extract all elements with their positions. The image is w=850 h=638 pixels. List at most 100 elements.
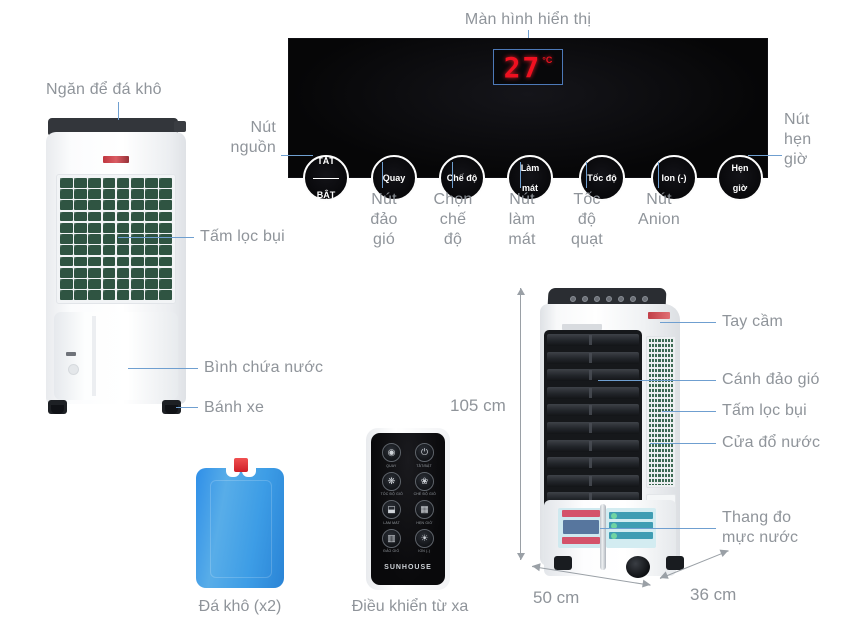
label-display-screen: Màn hình hiển thị bbox=[464, 11, 592, 28]
leader-water-tank bbox=[128, 368, 198, 369]
panel-button-timer[interactable]: Hẹn giờ bbox=[717, 155, 763, 201]
remote-button-cool[interactable]: ⬓ LÀM MÁT bbox=[379, 500, 404, 525]
display-unit: °C bbox=[542, 55, 553, 65]
side-brand-strip bbox=[648, 312, 670, 319]
ion-label: Ion (-) bbox=[661, 173, 687, 183]
remote-label-louver: ĐẢO GIÓ bbox=[383, 549, 400, 553]
panel-button-power[interactable]: TẮT BẬT bbox=[303, 155, 349, 201]
brand-logo-side bbox=[562, 324, 602, 330]
remote-label-cool: LÀM MÁT bbox=[383, 520, 400, 525]
panel-button-cool[interactable]: Làm mát bbox=[507, 155, 553, 201]
dimension-width-text: 50 cm bbox=[533, 588, 580, 607]
leader-dust-filter-side bbox=[662, 411, 716, 412]
remote-button-louver[interactable]: ▥ ĐẢO GIÓ bbox=[379, 528, 404, 554]
label-timer-button: Nút hẹn giờ bbox=[784, 111, 812, 168]
panel-button-swing[interactable]: Quay bbox=[371, 155, 417, 201]
panel-button-mode[interactable]: Chế độ bbox=[439, 155, 485, 201]
dimension-line-height bbox=[516, 288, 525, 560]
label-ion-button: Nút Anion bbox=[638, 191, 680, 228]
leader-dust-filter-front bbox=[118, 237, 194, 238]
ice-pack-body bbox=[196, 468, 284, 588]
caption-remote: Điều khiển từ xa bbox=[351, 598, 469, 615]
water-level-gauge bbox=[600, 504, 606, 570]
leader-ion bbox=[658, 162, 659, 188]
remote-button-fan-speed[interactable]: ❋ TỐC ĐỘ GIÓ bbox=[379, 471, 404, 497]
ice-pack-notch-left bbox=[226, 468, 240, 477]
air-cooler-front-view bbox=[46, 118, 192, 420]
ice-compartment-lid bbox=[48, 118, 186, 135]
dimension-height-text: 105 cm bbox=[450, 396, 506, 415]
label-cool-button: Nút làm mát bbox=[508, 191, 536, 248]
ice-pack bbox=[196, 458, 284, 588]
remote-button-ion[interactable]: ☀ ION (-) bbox=[412, 528, 437, 554]
leader-cool bbox=[520, 162, 521, 188]
control-panel: 27 °C TẮT BẬT Quay Chế độ Làm mát Tốc độ bbox=[288, 38, 768, 201]
dimension-depth-text: 36 cm bbox=[690, 585, 737, 604]
remote-label-swing: QUAY bbox=[386, 463, 397, 468]
leader-display-screen bbox=[528, 30, 529, 39]
leader-timer-button bbox=[748, 155, 782, 156]
temperature-display: 27 °C bbox=[493, 49, 563, 85]
side-control-buttons[interactable] bbox=[569, 295, 649, 302]
remote-brand: SUNHOUSE bbox=[384, 564, 432, 571]
remote-control: ◉ QUAY ⏻ TẮT/BẬT ❋ TỐC ĐỘ GIÓ ❀ CHẾ ĐỘ G… bbox=[366, 428, 450, 590]
label-dust-filter-front: Tấm lọc bụi bbox=[200, 228, 285, 245]
wheel-side-center bbox=[626, 556, 650, 578]
timer-icon: ▦ bbox=[415, 500, 434, 519]
wheel-front-left bbox=[48, 400, 67, 414]
swing-louver-grille bbox=[544, 330, 642, 526]
label-water-inlet: Cửa đổ nước bbox=[722, 434, 821, 451]
label-ice-compartment: Ngăn để đá khô bbox=[46, 81, 162, 98]
remote-label-ion: ION (-) bbox=[418, 549, 431, 553]
wheel-side-right bbox=[666, 556, 684, 570]
louver-icon: ▥ bbox=[382, 528, 401, 548]
label-wheels: Bánh xe bbox=[204, 399, 265, 416]
label-swing-blade: Cánh đảo gió bbox=[722, 371, 820, 388]
remote-button-swing[interactable]: ◉ QUAY bbox=[379, 443, 404, 468]
leader-speed bbox=[586, 162, 587, 188]
power-divider bbox=[313, 177, 339, 179]
leader-mode bbox=[452, 162, 453, 188]
mode-label: Chế độ bbox=[446, 173, 478, 183]
leader-swing bbox=[382, 162, 383, 188]
leader-water-gauge bbox=[600, 528, 716, 529]
power-line1: TẮT bbox=[317, 156, 335, 166]
cool-line1: Làm bbox=[520, 163, 540, 173]
display-value: 27 bbox=[503, 50, 542, 84]
timer-line1: Hẹn bbox=[731, 163, 749, 173]
leader-wheels bbox=[176, 407, 198, 408]
water-tank-front bbox=[54, 312, 178, 400]
label-power-button: Nút nguồn bbox=[230, 119, 276, 156]
label-speed-button: Tốc độ quạt bbox=[571, 191, 603, 248]
brand-logo-front bbox=[103, 156, 129, 163]
remote-button-power[interactable]: ⏻ TẮT/BẬT bbox=[412, 443, 437, 468]
remote-face: ◉ QUAY ⏻ TẮT/BẬT ❋ TỐC ĐỘ GIÓ ❀ CHẾ ĐỘ G… bbox=[371, 433, 445, 585]
speed-label: Tốc độ bbox=[587, 173, 617, 183]
label-dust-filter-side: Tấm lọc bụi bbox=[722, 402, 807, 419]
side-shell bbox=[540, 304, 680, 576]
remote-button-fan-mode[interactable]: ❀ CHẾ ĐỘ GIÓ bbox=[412, 471, 437, 497]
remote-button-timer[interactable]: ▦ HẸN GIỜ bbox=[412, 500, 437, 525]
label-handle: Tay cầm bbox=[722, 313, 783, 330]
dust-filter-side bbox=[646, 336, 676, 488]
leader-swing-blade bbox=[598, 380, 716, 381]
fan-mode-icon: ❀ bbox=[415, 471, 434, 491]
drain-knob[interactable] bbox=[68, 364, 79, 375]
dust-filter-grille-front bbox=[56, 174, 176, 304]
ion-icon: ☀ bbox=[415, 528, 434, 548]
power-line2: BẬT bbox=[316, 190, 336, 200]
cool-line2: mát bbox=[521, 183, 538, 193]
ice-pack-cap bbox=[234, 458, 248, 472]
fan-speed-icon: ❋ bbox=[382, 471, 401, 491]
leader-handle bbox=[660, 322, 716, 323]
remote-label-fan-speed: TỐC ĐỘ GIÓ bbox=[380, 492, 403, 496]
label-water-gauge: Thang đo mực nước bbox=[722, 509, 799, 546]
caption-ice-pack: Đá khô (x2) bbox=[198, 598, 282, 615]
spec-sticker-left bbox=[558, 508, 604, 548]
leader-power-button bbox=[281, 155, 313, 156]
leader-ice-compartment bbox=[118, 102, 119, 120]
wheel-side-left bbox=[554, 556, 572, 570]
front-body bbox=[46, 132, 186, 404]
ice-pack-notch-right bbox=[242, 468, 256, 477]
